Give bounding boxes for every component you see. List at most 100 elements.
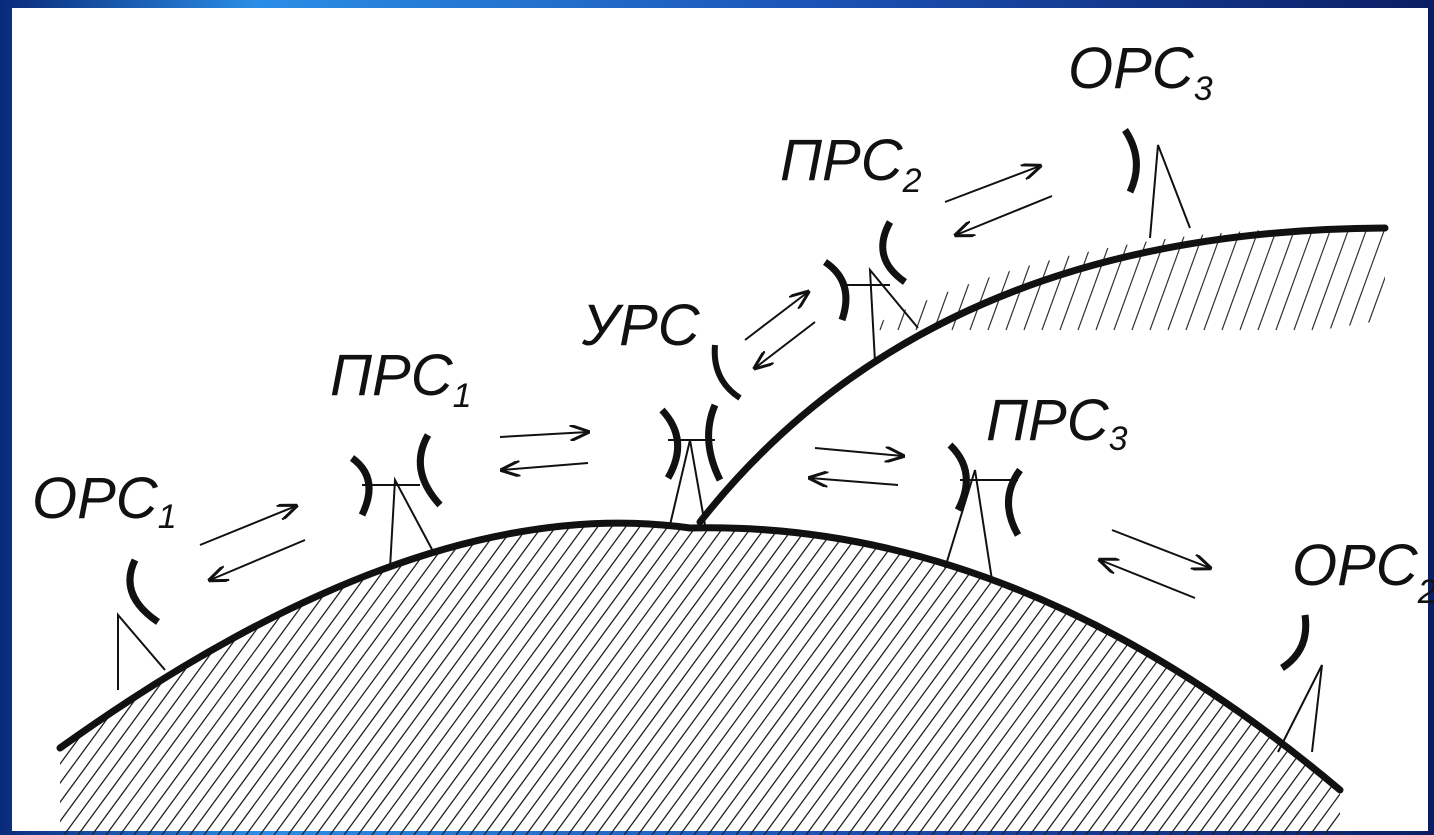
hatch-line [1402,220,1434,330]
slide-panel [12,8,1428,831]
earth-surface-curve [56,519,1344,794]
hatch-line [740,227,759,331]
link-arrows-ors1-prs1 [199,506,306,580]
hatch-line [1365,227,1385,331]
hatch-line [987,227,1029,331]
hatch-line [1293,227,1335,331]
hatch-line [539,523,801,835]
station-prs2 [822,220,919,363]
hatch-line [1225,523,1340,835]
hatch-line [1347,227,1385,331]
link-arrows-prs3-ors2 [1100,529,1210,599]
label-prs1: ПРС1 [330,343,472,415]
hatch-line [357,523,619,835]
antenna-dish-icon [879,220,908,285]
antenna-dish-icon [659,407,682,480]
hatch-line [1239,523,1340,835]
hatch-line [1383,227,1385,331]
station-prs3 [944,442,1023,581]
label-ors1: ОРС1 [32,466,177,536]
label-ors2: ОРС2 [1292,533,1434,611]
hatch-line [1275,227,1317,331]
label-ors3: ОРС3 [1068,36,1213,108]
hatch-line [553,523,815,835]
antenna-dish-icon [1005,467,1023,537]
station-prs1 [349,433,443,569]
hatch-line [315,523,577,835]
hatch-line [60,523,143,835]
antenna-dish-icon [1122,128,1140,194]
hatch-line [60,523,115,835]
hatch-line [60,523,185,835]
hatch-line [969,227,1011,331]
hatch-line [60,523,157,835]
hatch-line [60,523,101,835]
hatch-line [1329,227,1371,331]
hatch-line [427,523,689,835]
label-prs3: ПРС3 [986,388,1128,458]
hatch-line [1167,227,1209,331]
link-arrows-prs1-urs [500,432,588,470]
hatch-line [399,523,661,835]
antenna-dish-icon [947,442,970,512]
hatch-line [0,480,30,835]
antenna-dish-icon [126,558,161,625]
hatch-line [0,480,44,835]
hatch-line [0,480,58,835]
hatch-line [1253,523,1340,835]
link-arrows-prs2-ors3 [944,166,1053,235]
hatch-line [753,227,795,331]
antenna-dish-icon [705,403,724,482]
hatch-line [0,480,16,835]
antenna-dish-icon [349,455,373,517]
hatch-line [441,523,703,835]
station-ors3 [1122,128,1191,239]
hatch-line [1149,227,1191,331]
hatch-line [740,227,777,331]
station-urs [659,344,742,526]
hatch-line [497,523,759,835]
hatch-line [60,523,129,835]
hatch-line [469,523,731,835]
hatch-line [525,523,787,835]
hatch-line [1131,227,1173,331]
link-arrows-urs-prs2 [744,292,816,368]
upper-terrain-curve [696,224,1389,526]
hatch-line [343,523,605,835]
hatch-line [1311,227,1353,331]
hatch-line [301,523,563,835]
earth-hatching [0,480,1434,835]
hatch-line [595,523,857,835]
station-ors1 [117,558,166,690]
hatch-line [511,523,773,835]
label-urs: УРС [581,293,701,358]
hatch-line [789,227,831,331]
hatch-line [1239,227,1281,331]
hatch-line [1005,227,1047,331]
hatch-line [455,523,717,835]
hatch-line [1077,227,1119,331]
antenna-dish-icon [1280,614,1310,671]
link-arrows-urs-prs3 [810,448,903,485]
hatch-line [329,523,591,835]
label-prs2: ПРС2 [780,128,922,200]
antenna-dish-icon [711,344,742,401]
hatch-line [567,523,829,835]
antenna-dish-icon [822,259,850,322]
hatch-line [1267,523,1340,835]
hatch-line [1211,523,1340,835]
hatch-line [843,227,885,331]
hatch-line [413,523,675,835]
hatch-line [771,227,813,331]
hatch-line [385,523,647,835]
hatch-line [1095,227,1137,331]
hatch-line [0,480,2,835]
hatch-line [1422,480,1434,835]
hatch-line [897,227,939,331]
hatch-line [1113,227,1155,331]
hatch-line [371,523,633,835]
hatch-line [60,523,87,835]
hatch-line [1420,220,1434,330]
hatch-line [1257,227,1299,331]
